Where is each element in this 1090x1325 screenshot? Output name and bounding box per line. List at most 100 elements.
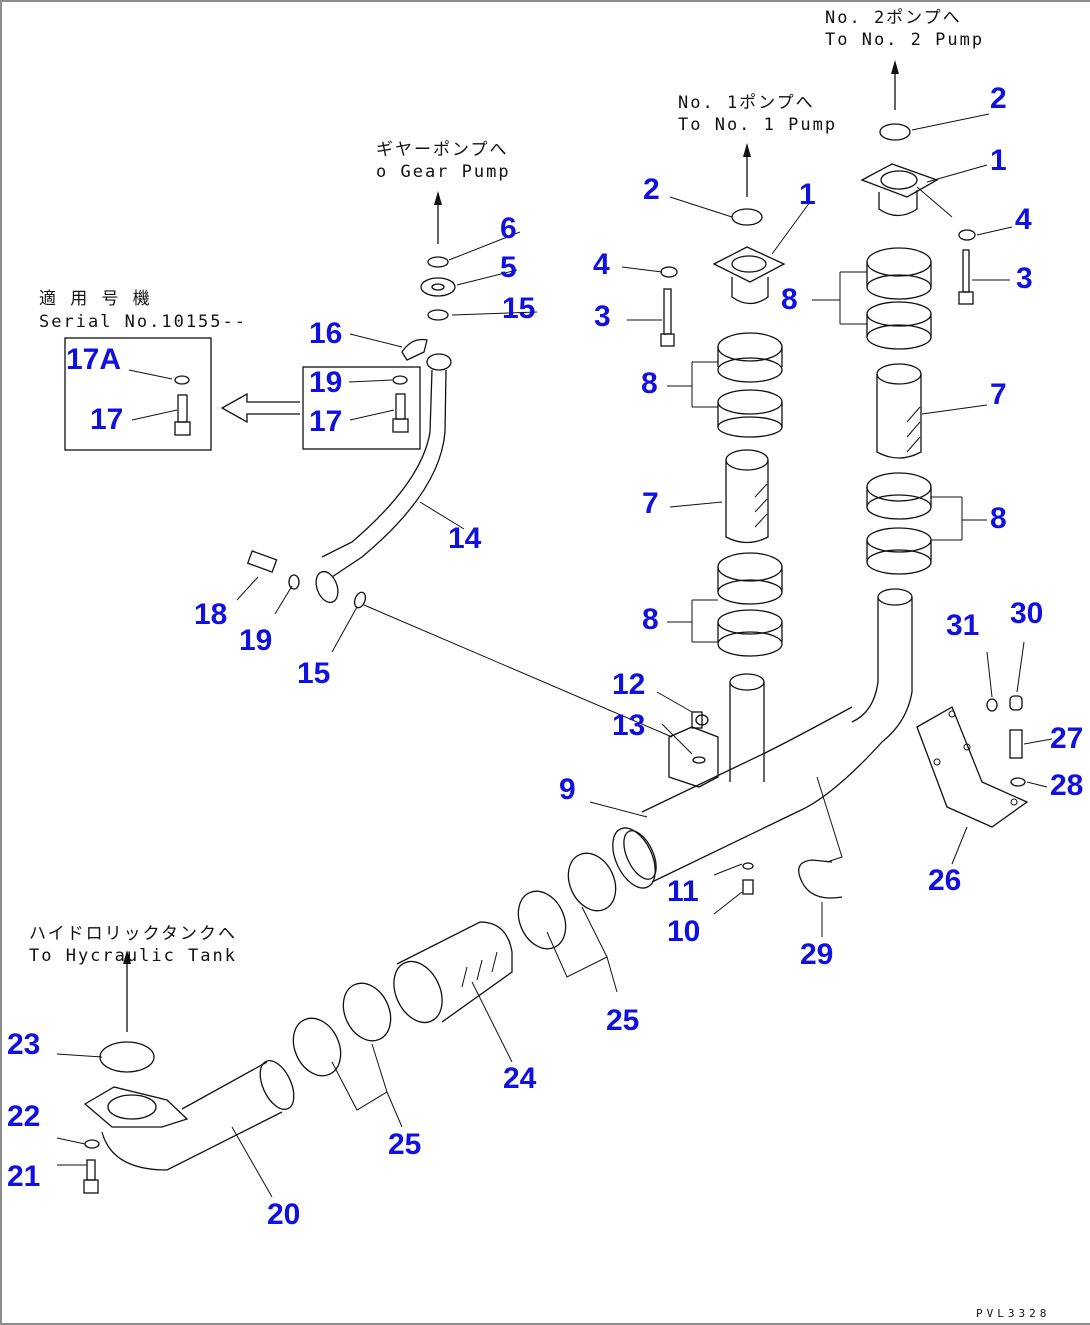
callout-7: 7 bbox=[990, 378, 1007, 411]
callout-24: 24 bbox=[503, 1062, 537, 1095]
serial-box-old bbox=[302, 366, 421, 450]
callout-31: 31 bbox=[946, 609, 980, 642]
o-ring-6 bbox=[427, 256, 449, 268]
note-to-pump2-en: To No. 2 Pump bbox=[825, 30, 985, 50]
callout-26: 26 bbox=[928, 864, 962, 897]
callout-11: 11 bbox=[667, 875, 699, 908]
o-ring-11 bbox=[742, 862, 754, 870]
elbow-pipe-right bbox=[851, 588, 913, 743]
clamp-25-lower-b bbox=[292, 1017, 342, 1077]
note-to-pump1-jp: No. 1ポンプへ bbox=[678, 93, 815, 113]
callout-15: 15 bbox=[297, 657, 331, 690]
washer-28 bbox=[1010, 777, 1026, 787]
hose-24 bbox=[393, 921, 513, 1024]
serial-box-new bbox=[64, 337, 212, 451]
bolt-3-right bbox=[958, 249, 974, 305]
clamp-8-right-bottom-a bbox=[866, 472, 932, 520]
clamp-8-right-top-a bbox=[866, 247, 932, 300]
callout-29: 29 bbox=[800, 938, 834, 971]
callout-23: 23 bbox=[7, 1028, 41, 1061]
arrow-to-gear-pump bbox=[434, 191, 442, 244]
manifold-9 bbox=[612, 673, 883, 889]
hose-14 bbox=[315, 353, 452, 604]
fitting-12 bbox=[691, 711, 709, 729]
callout-25: 25 bbox=[606, 1004, 640, 1037]
o-ring-2-right bbox=[879, 123, 911, 141]
washer-19-lower bbox=[288, 574, 300, 590]
callout-2: 2 bbox=[643, 173, 660, 206]
clamp-8-left-top-a bbox=[717, 332, 783, 383]
bolt-3-left bbox=[660, 288, 675, 347]
washer-31 bbox=[986, 698, 998, 712]
hose-7-left bbox=[725, 449, 769, 544]
callout-19: 19 bbox=[309, 366, 343, 399]
note-to-pump1-en: To No. 1 Pump bbox=[678, 115, 838, 135]
callout-28: 28 bbox=[1050, 769, 1084, 802]
callout-8: 8 bbox=[990, 502, 1007, 535]
callout-12: 12 bbox=[612, 668, 646, 701]
replacement-arrow bbox=[220, 392, 300, 424]
clamp-8-left-top-b bbox=[717, 389, 783, 438]
callout-8: 8 bbox=[641, 367, 658, 400]
washer-19-box bbox=[392, 375, 408, 385]
bolt-18 bbox=[246, 550, 278, 573]
bolt-17-new bbox=[174, 394, 191, 436]
nut-30 bbox=[1009, 695, 1023, 711]
callout-1: 1 bbox=[990, 144, 1007, 177]
callout-15: 15 bbox=[502, 292, 536, 325]
callout-25: 25 bbox=[388, 1128, 422, 1161]
o-ring-13 bbox=[692, 756, 706, 764]
callout-5: 5 bbox=[500, 251, 517, 284]
callout-8: 8 bbox=[781, 283, 798, 316]
clamp-8-left-bottom-a bbox=[717, 552, 783, 605]
washer-4-left bbox=[660, 266, 678, 278]
drawing-code: PVL3328 bbox=[976, 1307, 1051, 1320]
centerline-15-to-manifold bbox=[363, 604, 673, 738]
callout-7: 7 bbox=[642, 487, 659, 520]
callout-27: 27 bbox=[1050, 722, 1084, 755]
clip-16 bbox=[401, 338, 428, 361]
o-ring-15-lower bbox=[353, 591, 367, 609]
arrow-to-tank bbox=[123, 950, 131, 1032]
callout-22: 22 bbox=[7, 1100, 41, 1133]
bolt-27 bbox=[1009, 729, 1023, 759]
callout-2: 2 bbox=[990, 82, 1007, 115]
clamp-8-right-bottom-b bbox=[866, 527, 932, 575]
clamp-25-upper-a bbox=[567, 852, 617, 912]
callout-21: 21 bbox=[7, 1160, 41, 1193]
callout-3: 3 bbox=[594, 300, 611, 333]
callout-3: 3 bbox=[1016, 262, 1033, 295]
callout-30: 30 bbox=[1010, 597, 1044, 630]
clamp-8-right-top-b bbox=[866, 301, 932, 350]
elbow-pipe-20 bbox=[83, 1060, 295, 1171]
washer-4-right bbox=[958, 229, 976, 241]
clamp-8-left-bottom-b bbox=[717, 609, 783, 657]
callout-4: 4 bbox=[1015, 203, 1032, 236]
washer-22 bbox=[84, 1139, 100, 1149]
callout-13: 13 bbox=[612, 709, 646, 742]
bracket-26 bbox=[916, 706, 1029, 828]
callout-20: 20 bbox=[267, 1198, 301, 1231]
o-ring-15-top bbox=[427, 309, 449, 321]
callout-10: 10 bbox=[667, 915, 701, 948]
callout-4: 4 bbox=[593, 248, 610, 281]
flange-5 bbox=[420, 277, 456, 297]
flange-1-left bbox=[712, 246, 786, 305]
callout-1: 1 bbox=[799, 178, 816, 211]
callout-18: 18 bbox=[194, 598, 228, 631]
note-serial-jp: 適 用 号 機 bbox=[39, 289, 152, 309]
o-ring-23 bbox=[99, 1041, 155, 1073]
callout-17: 17 bbox=[309, 405, 343, 438]
callout-6: 6 bbox=[500, 212, 517, 245]
callout-8: 8 bbox=[642, 603, 659, 636]
callout-16: 16 bbox=[309, 317, 343, 350]
o-ring-2-left bbox=[731, 208, 763, 226]
note-to-gear-pump-jp: ギヤーポンプへ bbox=[376, 140, 509, 160]
hose-29 bbox=[798, 859, 843, 899]
callout-14: 14 bbox=[448, 522, 482, 555]
callout-19: 19 bbox=[239, 624, 273, 657]
clamp-25-lower-a bbox=[342, 982, 392, 1042]
clamp-25-upper-b bbox=[517, 890, 567, 950]
note-to-pump2-jp: No. 2ポンプへ bbox=[825, 8, 962, 28]
